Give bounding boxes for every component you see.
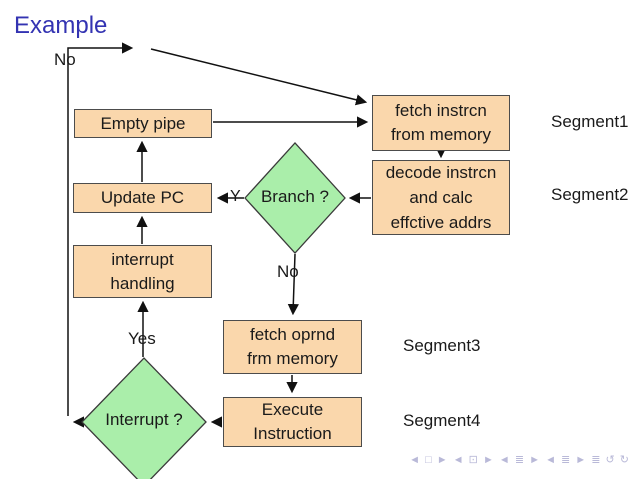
segment4-label: Segment4: [403, 411, 481, 430]
box-line: Update PC: [100, 188, 185, 207]
box-line: from memory: [390, 125, 492, 144]
edge-label-yes: Yes: [128, 329, 156, 348]
box-update-pc: Update PC: [73, 183, 212, 213]
box-line: decode instrcn: [385, 163, 497, 182]
segment1-label: Segment1: [551, 112, 629, 131]
segment3-label: Segment3: [403, 336, 481, 355]
flow-arrows: [67, 42, 447, 428]
interrupt-decision-label: Interrupt ?: [105, 410, 183, 429]
decision-shapes: [81, 142, 346, 479]
box-interrupt-handling: interrupt handling: [73, 245, 212, 298]
box-fetch-instruction: fetch instrcn from memory: [372, 95, 510, 151]
box-fetch-operand: fetch oprnd frm memory: [223, 320, 362, 374]
interrupt-decision-shape: [81, 357, 207, 479]
branch-decision-label: Branch ?: [260, 187, 330, 206]
edge-label-y: Y: [230, 188, 241, 205]
segment2-label: Segment2: [551, 185, 629, 204]
box-line: Execute: [261, 400, 324, 419]
box-line: fetch instrcn: [395, 101, 487, 120]
box-line: frm memory: [247, 349, 338, 368]
edge-interrupt-no-loop: [67, 42, 134, 416]
edge-label-no-branch: No: [277, 262, 299, 281]
box-line: Empty pipe: [100, 113, 186, 133]
edge-branch-to-fetchoprnd: [287, 253, 299, 316]
branch-decision-shape: [244, 142, 346, 254]
beamer-navigation-bar[interactable]: ◄ □ ► ◄ ⊡ ► ◄ ≣ ► ◄ ≣ ► ≣ ↺ ↻: [409, 454, 630, 466]
box-line: handling: [110, 273, 175, 293]
edge-loop-to-fetch: [150, 48, 368, 106]
box-line: fetch oprnd: [249, 325, 336, 344]
page-title: Example: [14, 12, 108, 39]
box-line: effctive addrs: [390, 213, 492, 232]
box-line: and calc: [409, 188, 473, 207]
box-decode-instruction: decode instrcn and calc effctive addrs: [372, 160, 510, 235]
box-execute-instruction: Execute Instruction: [223, 397, 362, 447]
edge-label-no-top: No: [54, 50, 76, 69]
box-line: interrupt: [111, 249, 174, 269]
box-empty-pipe: Empty pipe: [74, 109, 212, 138]
box-line: Instruction: [253, 424, 332, 443]
